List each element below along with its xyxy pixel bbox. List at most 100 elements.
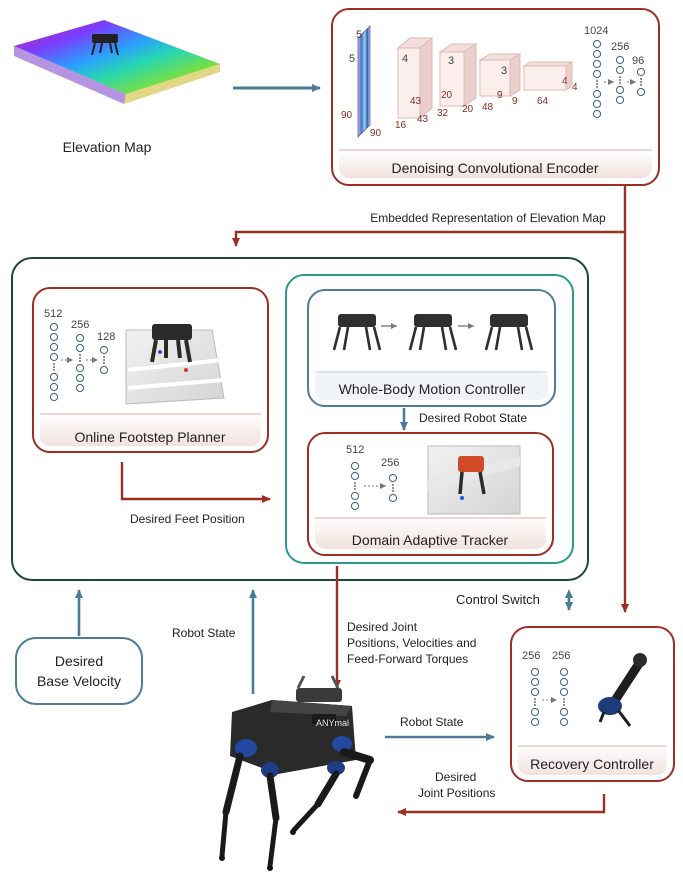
neuron-ellipsis xyxy=(354,485,356,487)
desired-feet-position-label: Desired Feet Position xyxy=(130,512,245,526)
neuron xyxy=(615,85,625,95)
footstep-sim-image xyxy=(125,324,225,405)
neuron xyxy=(350,461,360,471)
footstep-planner-title: Online Footstep Planner xyxy=(75,429,226,445)
neuron xyxy=(530,667,540,677)
neuron xyxy=(592,69,602,79)
neuron xyxy=(592,89,602,99)
neuron xyxy=(75,333,85,343)
arrow-encoder-to-planner xyxy=(232,230,625,247)
desired-joint-line1: Desired Joint xyxy=(347,620,418,634)
neuron xyxy=(75,363,85,373)
dim-label: 20 xyxy=(441,90,453,101)
mlp-size-label: 256 xyxy=(611,41,629,53)
conv-block-4 xyxy=(522,61,574,91)
dim-label: 4 xyxy=(562,76,568,87)
neuron-ellipsis xyxy=(103,359,105,361)
neuron-ellipsis xyxy=(563,704,565,706)
neuron xyxy=(592,99,602,109)
neuron-ellipsis xyxy=(103,356,105,358)
dim-label: 9 xyxy=(497,90,503,101)
neuron xyxy=(388,493,398,503)
neuron xyxy=(350,471,360,481)
neuron xyxy=(636,67,646,77)
dim-label: 3 xyxy=(448,55,454,67)
dim-label: 90 xyxy=(370,128,382,139)
neuron xyxy=(559,717,569,727)
neuron-ellipsis xyxy=(79,360,81,362)
neuron xyxy=(530,687,540,697)
robot-logo-text: ANYmal xyxy=(316,718,349,728)
neuron-ellipsis xyxy=(79,357,81,359)
neuron-ellipsis xyxy=(392,487,394,489)
elevation-map-image xyxy=(14,20,220,104)
conv-block-1 xyxy=(396,36,434,120)
neuron xyxy=(388,473,398,483)
neuron-ellipsis xyxy=(53,369,55,371)
encoder-mlp: 1024 256 96 xyxy=(584,25,646,119)
elevation-map-label: Elevation Map xyxy=(63,139,152,155)
desired-base-velocity-line2: Base Velocity xyxy=(37,673,121,689)
neuron-ellipsis xyxy=(640,84,642,86)
neuron xyxy=(49,382,59,392)
neuron-ellipsis xyxy=(640,78,642,80)
neuron-ellipsis xyxy=(103,362,105,364)
wbc-robot-sequence xyxy=(332,314,534,351)
input-feature-map xyxy=(357,25,371,138)
neuron-ellipsis xyxy=(354,482,356,484)
desired-robot-state-label: Desired Robot State xyxy=(419,411,527,425)
neuron xyxy=(49,332,59,342)
control-switch-label: Control Switch xyxy=(456,592,540,607)
mlp-size-label: 96 xyxy=(632,55,644,67)
neuron xyxy=(75,383,85,393)
neuron-ellipsis xyxy=(534,704,536,706)
conv-block-2 xyxy=(438,43,478,107)
encoder-neurons xyxy=(592,39,646,119)
neuron xyxy=(559,667,569,677)
neuron xyxy=(75,373,85,383)
dim-label: 20 xyxy=(462,104,474,115)
tracker-neurons xyxy=(350,461,398,511)
mlp-size-label: 1024 xyxy=(584,25,608,37)
recovery-robot-image xyxy=(598,653,647,727)
encoder-title: Denoising Convolutional Encoder xyxy=(391,160,598,176)
dim-label: 43 xyxy=(417,114,429,125)
neuron xyxy=(49,372,59,382)
dim-label: 32 xyxy=(437,108,449,119)
neuron-ellipsis xyxy=(619,82,621,84)
arrow-planner-to-tracker xyxy=(120,462,271,503)
dim-label: 5 xyxy=(349,53,355,65)
tracker-title: Domain Adaptive Tracker xyxy=(352,532,509,548)
dim-label: 16 xyxy=(395,120,407,131)
dim-label: 5 xyxy=(356,29,362,41)
mlp-size-label: 512 xyxy=(346,444,364,456)
elevation-side-2 xyxy=(124,64,220,104)
recovery-neurons xyxy=(530,667,569,727)
dim-label: 3 xyxy=(501,65,507,77)
neuron-ellipsis xyxy=(563,701,565,703)
neuron xyxy=(559,687,569,697)
neuron-ellipsis xyxy=(534,698,536,700)
embedded-label: Embedded Representation of Elevation Map xyxy=(370,211,606,225)
robot-icon xyxy=(484,314,534,351)
dim-label: 64 xyxy=(537,96,549,107)
neuron-ellipsis xyxy=(619,79,621,81)
desired-joint-positions-line2: Joint Positions xyxy=(418,786,495,800)
neuron xyxy=(350,491,360,501)
mlp-size-label: 256 xyxy=(522,650,540,662)
footstep-neurons xyxy=(49,322,109,402)
elevation-robot-icon xyxy=(91,34,119,56)
neuron xyxy=(559,677,569,687)
neuron xyxy=(559,707,569,717)
neuron xyxy=(530,717,540,727)
neuron xyxy=(49,342,59,352)
robot-state-right-label: Robot State xyxy=(400,715,464,729)
neuron-ellipsis xyxy=(392,490,394,492)
dim-label: 4 xyxy=(572,82,578,93)
robot-icon xyxy=(408,314,458,351)
neuron xyxy=(592,59,602,69)
neuron xyxy=(592,109,602,119)
desired-base-velocity-box xyxy=(15,637,143,705)
neuron xyxy=(49,322,59,332)
